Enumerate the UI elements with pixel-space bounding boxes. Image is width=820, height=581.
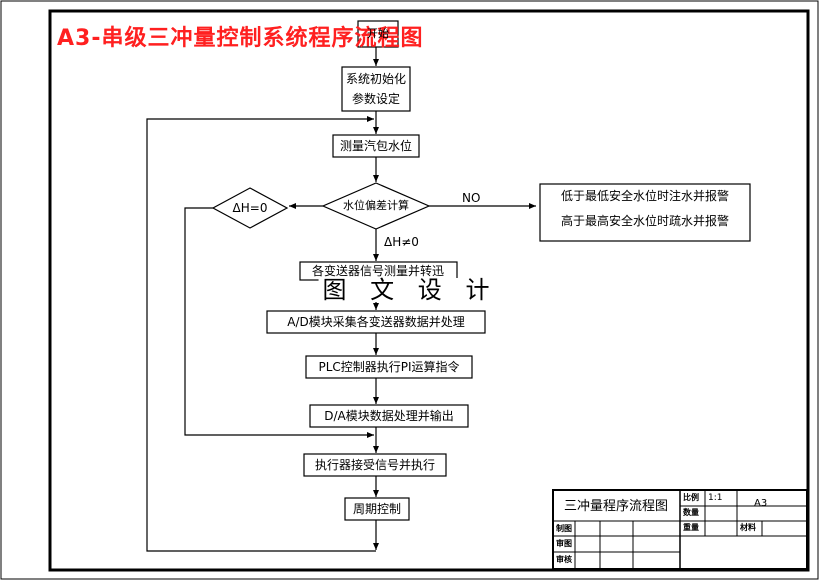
ad-label: A/D模块采集各变送器数据并处理 <box>287 315 465 329</box>
cycle-label: 周期控制 <box>352 502 402 516</box>
deviation-label: 水位偏差计算 <box>343 199 409 212</box>
da-box <box>309 404 469 428</box>
plc-box <box>305 355 473 379</box>
sheet-size: A3 <box>754 498 768 509</box>
nonzero-branch-label: ΔH≠0 <box>384 235 419 249</box>
title-block <box>552 489 808 570</box>
check-label: 审核 <box>556 555 572 564</box>
init-label-line2: 参数设定 <box>351 92 401 106</box>
scale-value: 1:1 <box>708 493 723 503</box>
zero-check-label: ΔH=0 <box>232 201 268 215</box>
review-label: 审图 <box>556 539 572 548</box>
count-label: 数量 <box>683 508 699 517</box>
page-title: A3-串级三冲量控制系统程序流程图 <box>57 26 424 51</box>
inner-frame <box>48 9 810 572</box>
da-label: D/A模块数据处理并输出 <box>324 409 454 423</box>
zero-check-diamond <box>211 187 289 229</box>
actuator-label: 执行器接受信号并执行 <box>314 458 436 472</box>
weight-label: 重量 <box>683 523 699 532</box>
start-label: 开始 <box>367 27 389 40</box>
start-box <box>357 20 399 48</box>
scale-label: 比例 <box>683 493 699 502</box>
drawn-label: 制图 <box>556 524 572 533</box>
loop-return-measure <box>146 116 376 552</box>
alarm-label-line1: 低于最低安全水位时注水并报警 <box>560 189 730 203</box>
alarm-label-line2: 高于最高安全水位时疏水并报警 <box>560 214 730 228</box>
plc-label: PLC控制器执行PI运算指令 <box>318 360 460 374</box>
overlay-text: 图 文 设 计 <box>318 278 502 302</box>
loop-zero-to-output <box>184 207 374 438</box>
alarm-box <box>539 183 751 242</box>
material-label: 材料 <box>740 523 756 532</box>
cycle-box <box>344 497 410 521</box>
init-label-line1: 系统初始化 <box>345 72 407 86</box>
no-branch-label: NO <box>462 191 481 205</box>
drawing-name: 三冲量程序流程图 <box>563 499 669 514</box>
measure-label: 测量汽包水位 <box>339 139 413 153</box>
transmit-label: 各变送器信号测量并转迅 <box>311 264 445 278</box>
actuator-box <box>303 453 447 477</box>
